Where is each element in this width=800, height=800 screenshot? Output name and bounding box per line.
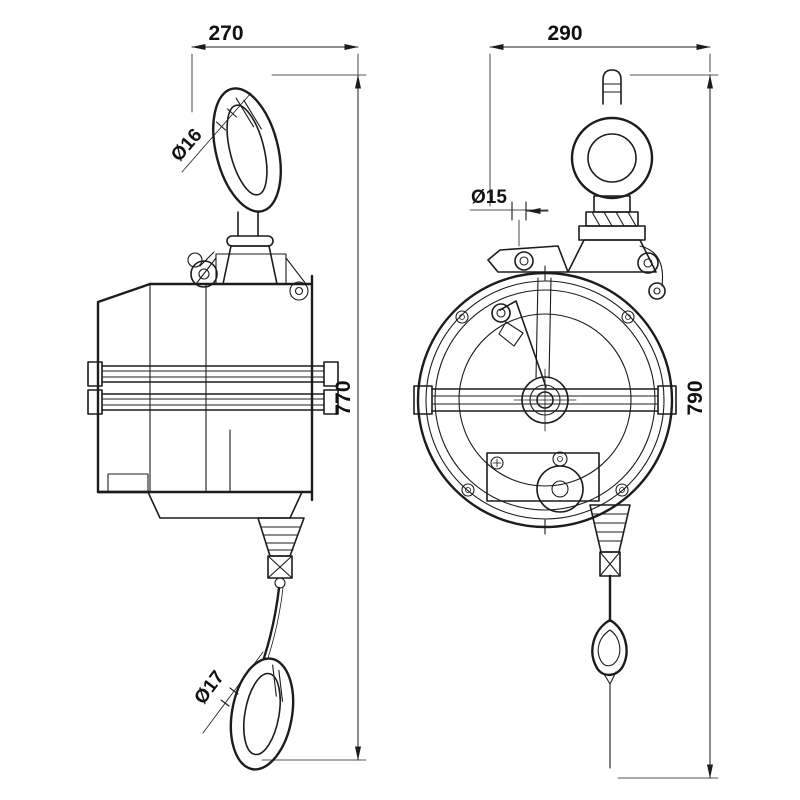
dim-side-height: 770 xyxy=(261,74,367,761)
dim-front-width: 290 xyxy=(489,22,711,207)
side-height-label: 770 xyxy=(332,380,355,415)
bottom-plate-front xyxy=(486,451,600,513)
eye-bolt xyxy=(570,69,654,241)
balancer-housing-side xyxy=(96,274,314,519)
side-width-label: 270 xyxy=(208,22,243,45)
dim-side-width: 270 xyxy=(191,22,359,113)
housing-clamp-band-front xyxy=(413,385,677,415)
side-view-drawing xyxy=(87,87,339,771)
dim-front-height: 790 xyxy=(617,74,719,779)
top-clevis xyxy=(195,211,307,285)
cable-outlet-front xyxy=(589,504,631,769)
housing-clamp-bands-side xyxy=(87,361,339,415)
cable-diameter-label: Ø15 xyxy=(471,187,507,208)
top-bracket-front xyxy=(487,239,666,300)
cable-guide-side xyxy=(257,517,305,660)
label-cable-diameter: Ø15 xyxy=(469,187,549,247)
front-view-drawing xyxy=(413,69,677,769)
label-bottom-hook-diameter: Ø17 xyxy=(190,651,264,734)
ratchet-mechanism xyxy=(491,277,552,388)
bottom-carabiner xyxy=(229,657,295,771)
front-height-label: 790 xyxy=(684,380,707,415)
suspension-pulleys xyxy=(187,251,309,301)
drum-housing-front xyxy=(416,265,674,535)
front-width-label: 290 xyxy=(547,22,582,45)
top-hook-diameter-label: Ø16 xyxy=(167,125,206,166)
top-carabiner xyxy=(212,87,282,213)
